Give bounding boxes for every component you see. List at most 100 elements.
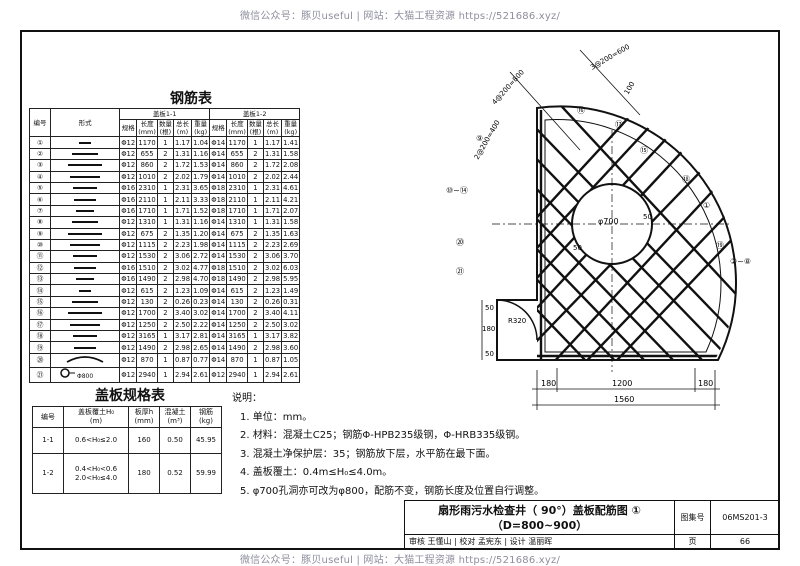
watermark-bottom: 微信公众号：豚贝useful | 网站：大猫工程资源 https://52168… — [239, 555, 561, 566]
cell-s2: Φ14 — [209, 341, 228, 354]
cell-s1: Φ12 — [119, 341, 138, 354]
spec-h0: 0.4<H₀<0.6 2.0<H₀≤4.0 — [63, 453, 129, 494]
notes-title: 说明： — [232, 393, 262, 404]
svg-text:50: 50 — [643, 213, 652, 221]
svg-text:180: 180 — [482, 325, 495, 333]
svg-text:⑲: ⑲ — [716, 241, 724, 250]
svg-text:180: 180 — [541, 379, 556, 388]
note-2: 2. 材料：混凝土C25；钢筋Φ-HPB235级钢，Φ-HRB335级钢。 — [240, 430, 526, 441]
cell-w1: 2.65 — [191, 341, 211, 354]
watermark-top: 微信公众号：豚贝useful | 网站：大猫工程资源 https://52168… — [239, 11, 561, 22]
cell-w2: 4.21 — [281, 193, 301, 206]
drawing-frame — [20, 30, 780, 550]
spec-header: 钢筋 (kg) — [190, 406, 222, 428]
note-1: 1. 单位：mm。 — [240, 411, 313, 423]
cell-s2: Φ12 — [209, 366, 228, 383]
svg-text:㉑: ㉑ — [456, 267, 464, 276]
svg-text:⑳: ⑳ — [456, 238, 464, 247]
rebar-table: 编号 形式 盖板1-1 盖板1-2 规格长度 (mm)数量 (根)总长 (m)重… — [29, 107, 301, 383]
svg-text:100: 100 — [623, 80, 637, 96]
note-4: 4. 盖板覆土：0.4m≤H₀≤4.0m。 — [240, 467, 393, 478]
atlas-number: 06MS201-3 — [711, 501, 779, 535]
svg-text:⑰: ⑰ — [615, 120, 623, 129]
cell-n1: 1 — [156, 366, 174, 383]
corner-arc — [496, 299, 538, 341]
svg-text:3@200=600: 3@200=600 — [589, 43, 631, 72]
svg-text:⑨: ⑨ — [476, 134, 483, 143]
spec-c: 0.52 — [159, 453, 191, 494]
svg-text:4@200=800: 4@200=800 — [491, 68, 526, 106]
cell-w1: 2.81 — [191, 330, 211, 343]
page-label: 页 — [675, 535, 711, 549]
group-1-1: 盖板1-1 — [119, 107, 211, 121]
spec-header: 板厚h (mm) — [128, 406, 160, 428]
note-5: 5. φ700孔洞亦可改为φ800，配筋不变，钢筋长度及位置自行调整。 — [240, 485, 545, 497]
drawing-title: 扇形雨污水检查井（ 90°）盖板配筋图 ① — [438, 504, 641, 517]
col-shape: 形式 — [49, 107, 121, 138]
cell-s2: Φ14 — [209, 352, 228, 368]
col-header: 重量 (kg) — [281, 119, 301, 138]
svg-text:⑩~⑭: ⑩~⑭ — [446, 186, 468, 195]
rebar-table-title: 钢筋表 — [170, 91, 212, 107]
svg-text:180: 180 — [698, 379, 713, 388]
col-header: 长度 (mm) — [136, 119, 158, 138]
cell-s1: Φ12 — [119, 147, 138, 161]
svg-text:⑱: ⑱ — [682, 175, 690, 184]
cell-w1: 2.61 — [191, 366, 211, 383]
rebar-shape-icon: Φ800 — [49, 366, 121, 383]
cover-spec-title: 盖板规格表 — [95, 388, 165, 404]
svg-text:①: ① — [703, 201, 710, 210]
slab-outline — [496, 105, 737, 361]
hole-label: φ700 — [598, 217, 619, 226]
spec-s: 59.99 — [190, 453, 222, 494]
sign-row: 审核 王懂山 | 校对 孟宪东 | 设计 温丽晖 — [405, 535, 675, 549]
cell-w2: 2.61 — [281, 366, 301, 383]
cell-s1: Φ12 — [119, 366, 138, 383]
notes: 说明： 1. 单位：mm。 2. 材料：混凝土C25；钢筋Φ-HPB235级钢，… — [232, 390, 544, 501]
cell-n2: 2 — [246, 341, 264, 354]
slab-inner-outline — [544, 119, 722, 353]
cell-w2: 3.60 — [281, 341, 301, 354]
cell-s2: Φ14 — [209, 284, 228, 297]
group-1-2: 盖板1-2 — [209, 107, 301, 121]
rebar-shape-icon — [49, 341, 121, 354]
svg-text:⑮: ⑮ — [640, 146, 648, 155]
cell-t1: 2.98 — [172, 341, 193, 354]
cell-n2: 1 — [246, 366, 264, 383]
r320-label: R320 — [508, 317, 526, 325]
page-number: 66 — [739, 537, 751, 546]
spec-no: 1-1 — [32, 427, 64, 454]
shape-label: Φ800 — [77, 372, 94, 380]
svg-text:1560: 1560 — [614, 395, 634, 404]
note-3: 3. 混凝土净保护层：35；钢筋放下层，水平筋在最下面。 — [240, 448, 496, 460]
svg-text:⑯: ⑯ — [577, 106, 585, 115]
cell-s1: Φ12 — [119, 295, 138, 309]
title-block: 扇形雨污水检查井（ 90°）盖板配筋图 ① （D=800~900） 图集号 06… — [404, 500, 779, 549]
svg-text:50: 50 — [485, 304, 494, 312]
drawing-subtitle: （D=800~900） — [491, 519, 588, 532]
spec-no: 1-2 — [32, 453, 64, 494]
cell-l1: 1490 — [136, 341, 158, 354]
spec-header: 混凝土 (m³) — [159, 406, 191, 428]
svg-text:1200: 1200 — [612, 379, 632, 388]
cover-spec-table: 编号盖板覆土H₀ (m)板厚h (mm)混凝土 (m³)钢筋 (kg) 1-1 … — [32, 406, 222, 494]
svg-text:50: 50 — [573, 244, 582, 252]
svg-text:50: 50 — [485, 350, 494, 358]
cell-w1: 3.33 — [191, 193, 211, 206]
svg-text:②~⑧: ②~⑧ — [730, 257, 751, 266]
